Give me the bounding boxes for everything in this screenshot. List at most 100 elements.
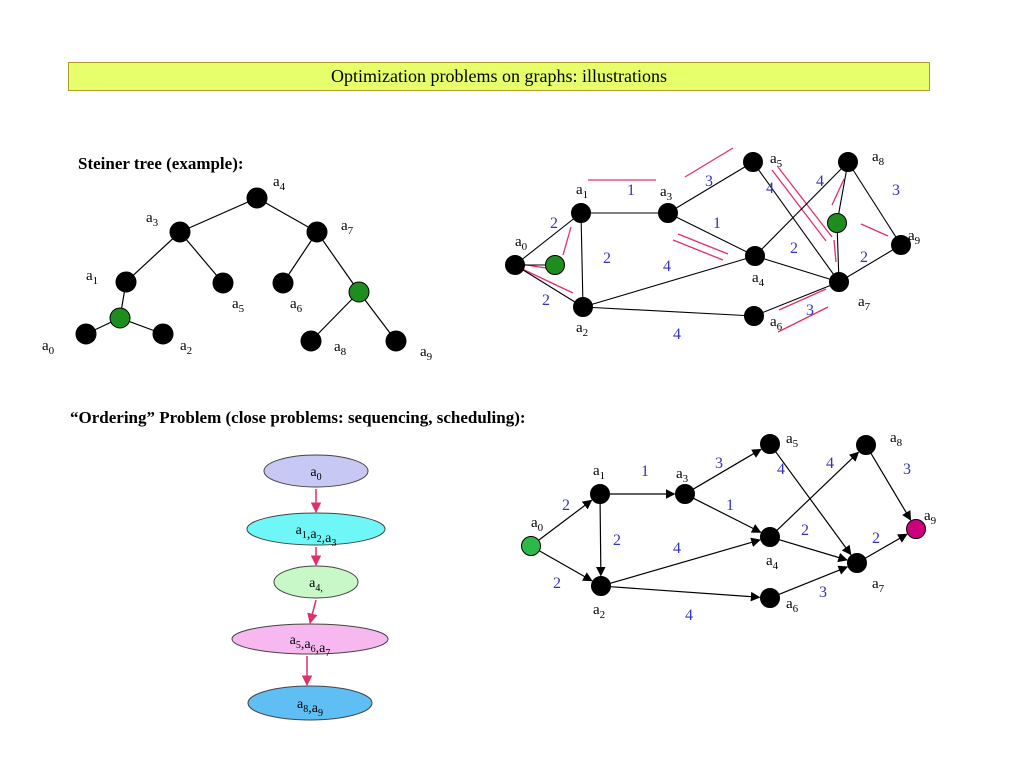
directed-node-a9	[906, 519, 926, 539]
slide-title: Optimization problems on graphs: illustr…	[68, 62, 930, 91]
graph-edge-a3-a4	[667, 212, 756, 257]
graph-node-a3	[658, 203, 678, 223]
directed-node-a7	[847, 553, 867, 573]
directed-edge-a0-a1	[538, 499, 593, 541]
directed-edge-a0-a2	[538, 550, 593, 582]
stage-arrow-2	[307, 599, 318, 625]
stage-label-2: a4,	[309, 576, 323, 594]
graph-edge-a0-a2	[514, 264, 584, 308]
directed-label-a7: a7	[872, 576, 885, 595]
directed-label-a4: a4	[766, 553, 779, 572]
graph-edge-a0-a1	[514, 212, 582, 266]
directed-label-a0: a0	[531, 515, 544, 534]
directed-label-a8: a8	[890, 430, 903, 449]
directed-node-a8	[856, 435, 876, 455]
stage-ellipse-0	[263, 454, 369, 488]
directed-node-a4	[760, 527, 780, 547]
highlight-stroke	[860, 223, 889, 237]
stage-label-0: a0	[310, 465, 321, 483]
directed-edge-a8-a9	[870, 452, 912, 521]
highlight-stroke	[831, 178, 845, 206]
edge-weight-a6-a7: 3	[806, 302, 814, 319]
tree-edge-a4-a7	[256, 197, 318, 233]
tree-label-a2: a2	[180, 338, 192, 357]
highlight-stroke	[677, 233, 729, 255]
directed-weight-a0-a2: 2	[553, 575, 561, 592]
stage-label-1: a1,a2,a3	[296, 523, 337, 549]
graph-node-g1	[545, 255, 565, 275]
tree-node-a0	[75, 323, 97, 345]
directed-node-a3	[675, 484, 695, 504]
directed-weight-a2-a4: 4	[673, 540, 681, 557]
steiner-tree-heading: Steiner tree (example):	[78, 154, 244, 173]
tree-node-a1	[115, 271, 137, 293]
highlight-stroke	[519, 267, 574, 294]
edge-weight-a4-a8: 4	[816, 173, 824, 190]
tree-edge-a7-s2	[316, 231, 360, 293]
tree-node-a3	[169, 221, 191, 243]
directed-edge-a3-a4	[693, 497, 762, 533]
graph-node-a8	[838, 152, 858, 172]
edge-weight-a4-a7: 2	[790, 240, 798, 257]
graph-edge-a2-a6	[582, 306, 755, 317]
tree-label-a3: a3	[146, 210, 159, 229]
tree-edge-s2-a8	[310, 291, 360, 342]
edge-weight-a0-a1: 2	[550, 215, 558, 232]
directed-label-a5: a5	[786, 431, 799, 450]
directed-weight-a4-a8: 4	[826, 455, 834, 472]
tree-node-s2	[348, 281, 370, 303]
edge-weight-a3-a5: 3	[705, 173, 713, 190]
tree-node-a4	[246, 187, 268, 209]
directed-label-a9: a9	[924, 508, 937, 527]
edge-weight-a8-a9: 3	[892, 182, 900, 199]
directed-node-a0	[521, 536, 541, 556]
ordering-problem-heading: “Ordering” Problem (close problems: sequ…	[70, 408, 526, 427]
directed-weight-a7-a9: 2	[872, 530, 880, 547]
graph-edge-a1-a2	[580, 212, 584, 308]
tree-node-a7	[306, 221, 328, 243]
graph-label-a2: a2	[576, 320, 588, 339]
directed-label-a2: a2	[593, 602, 605, 621]
graph-label-a7: a7	[858, 294, 871, 313]
directed-weight-a1-a3: 1	[641, 463, 649, 480]
directed-weight-a5-a7: 4	[777, 461, 785, 478]
directed-edge-a2-a4	[609, 537, 761, 584]
directed-weight-a8-a9: 3	[903, 461, 911, 478]
graph-label-a3: a3	[660, 184, 673, 203]
directed-weight-a4-a7: 2	[801, 522, 809, 539]
graph-label-a1: a1	[576, 182, 588, 201]
tree-label-a5: a5	[232, 296, 245, 315]
graph-edge-a2-a4	[582, 255, 756, 308]
edge-weight-a3-a4: 1	[713, 215, 721, 232]
edge-weight-a2-a6: 4	[673, 326, 681, 343]
directed-node-a2	[591, 576, 611, 596]
graph-node-a9	[891, 235, 911, 255]
graph-edge-a8-a9	[847, 161, 902, 246]
directed-edge-a6-a7	[778, 565, 849, 596]
directed-weight-a1-a2: 2	[613, 532, 621, 549]
directed-label-a1: a1	[593, 463, 605, 482]
edge-weight-a1-a3: 1	[627, 182, 635, 199]
graph-edge-a8-g2	[836, 161, 849, 224]
directed-edge-a3-a5	[692, 448, 762, 490]
directed-node-a1	[590, 484, 610, 504]
tree-edge-a3-a1	[125, 231, 181, 283]
graph-label-a0: a0	[515, 234, 528, 253]
graph-label-a6: a6	[770, 314, 783, 333]
stage-ellipse-2	[273, 565, 359, 599]
graph-node-a7	[829, 272, 849, 292]
highlight-stroke	[833, 239, 837, 263]
highlight-stroke	[684, 147, 734, 178]
graph-node-a6	[744, 306, 764, 326]
directed-label-a6: a6	[786, 596, 799, 615]
tree-label-a1: a1	[86, 268, 98, 287]
stage-ellipse-1	[246, 512, 386, 546]
stage-label-3: a5,a6,a7	[290, 633, 331, 659]
directed-weight-a2-a6: 4	[685, 607, 693, 624]
tree-label-a0: a0	[42, 338, 55, 357]
highlight-stroke	[777, 166, 833, 238]
stage-ellipse-3	[231, 623, 389, 655]
